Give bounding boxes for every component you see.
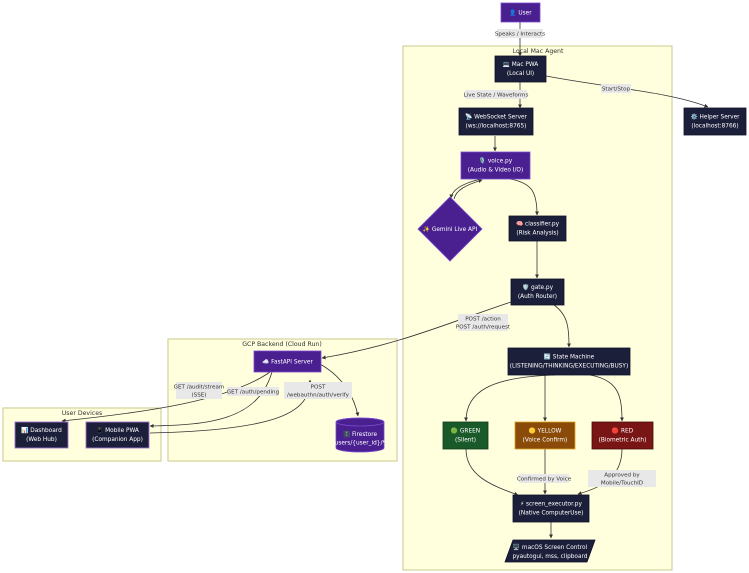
svg-text:👤 User: 👤 User <box>509 9 532 17</box>
svg-text:🎙️ voice.py: 🎙️ voice.py <box>479 157 513 165</box>
edge-label-start-stop: Start/Stop <box>601 84 631 93</box>
svg-text:🟡 YELLOW: 🟡 YELLOW <box>529 427 562 435</box>
node-user[interactable]: 👤 User <box>500 2 541 23</box>
svg-text:📱 Mobile PWA: 📱 Mobile PWA <box>96 426 139 434</box>
node-voice-py[interactable]: 🎙️ voice.py (Audio & Video I/O) <box>460 151 531 180</box>
node-mac-pwa[interactable]: 💻 Mac PWA (Local UI) <box>494 55 547 83</box>
node-screen-executor[interactable]: ⚡ screen_executor.py (Native ComputerUse… <box>512 494 590 523</box>
svg-text:Start/Stop: Start/Stop <box>602 87 631 93</box>
svg-text:☁️ FastAPI Server: ☁️ FastAPI Server <box>262 359 313 366</box>
svg-text:🛡️ gate.py: 🛡️ gate.py <box>522 283 554 291</box>
svg-text:Speaks / Interacts: Speaks / Interacts <box>495 32 545 38</box>
svg-text:📡 WebSocket Server: 📡 WebSocket Server <box>465 113 528 121</box>
node-mobile-pwa[interactable]: 📱 Mobile PWA (Companion App) <box>85 421 150 449</box>
node-fastapi-server[interactable]: ☁️ FastAPI Server <box>253 350 322 373</box>
svg-text:(Audio & Video I/O): (Audio & Video I/O) <box>468 168 524 174</box>
svg-text:(SSE): (SSE) <box>191 393 206 399</box>
edge-mac-helper <box>545 75 709 108</box>
svg-text:(Local UI): (Local UI) <box>507 71 534 77</box>
svg-text:(localhost:8766): (localhost:8766) <box>691 124 738 130</box>
edge-fastapi-mobile <box>149 371 273 428</box>
svg-text:/webauthn/auth/verify: /webauthn/auth/verify <box>287 393 350 399</box>
edge-label-audit-stream: GET /audit/stream (SSE) <box>174 382 225 399</box>
node-gemini-live-api[interactable]: ✨ Gemini Live API <box>417 196 483 262</box>
svg-text:🖥️ macOS Screen Control: 🖥️ macOS Screen Control <box>513 543 588 551</box>
edge-gemini-voice <box>453 179 483 200</box>
edge-label-approved-mobile: Approved by Mobile/TouchID <box>588 470 656 487</box>
edge-label-speaks: Speaks / Interacts <box>495 29 545 38</box>
svg-text:🧠 classifier.py: 🧠 classifier.py <box>516 221 560 228</box>
node-green-silent[interactable]: 🟢 GREEN (Silent) <box>442 421 489 450</box>
svg-text:(Companion App): (Companion App) <box>92 437 143 443</box>
svg-text:pyautogui, mss, clipboard: pyautogui, mss, clipboard <box>512 554 587 560</box>
svg-text:✨ Gemini Live API: ✨ Gemini Live API <box>423 225 478 233</box>
svg-text:POST /auth/request: POST /auth/request <box>456 325 511 331</box>
svg-text:Confirmed by Voice: Confirmed by Voice <box>517 477 572 483</box>
svg-text:Live State / Waveforms: Live State / Waveforms <box>464 93 529 99</box>
cluster-label: User Devices <box>62 410 102 417</box>
edge-green-executor <box>465 448 519 496</box>
svg-text:(Silent): (Silent) <box>455 438 476 444</box>
node-macos-screen-control[interactable]: 🖥️ macOS Screen Control pyautogui, mss, … <box>504 539 596 563</box>
edge-voice-classifier <box>509 178 539 216</box>
node-red-biometric-auth[interactable]: 🔴 RED (Biometric Auth) <box>591 421 654 450</box>
svg-text:(LISTENING/THINKING/EXECUTING/: (LISTENING/THINKING/EXECUTING/BUSY) <box>510 364 628 370</box>
edge-label-live-state: Live State / Waveforms <box>464 90 529 99</box>
svg-text:Mobile/TouchID: Mobile/TouchID <box>601 481 643 487</box>
edge-state-green <box>464 374 556 422</box>
edge-label-post-action: POST /action POST /auth/request <box>456 314 511 331</box>
node-firestore[interactable]: 🗄️ Firestore users/{user_id}/* <box>335 417 386 453</box>
svg-text:📊 Dashboard: 📊 Dashboard <box>21 426 62 434</box>
svg-text:POST: POST <box>311 385 326 391</box>
edge-state-red <box>589 374 624 422</box>
node-helper-server[interactable]: ⚙️ Helper Server (localhost:8766) <box>683 107 747 136</box>
cluster-local-mac-agent: Local Mac Agent <box>402 45 673 571</box>
svg-text:users/{user_id}/*: users/{user_id}/* <box>335 441 386 447</box>
svg-text:🔄 State Machine: 🔄 State Machine <box>544 353 595 361</box>
svg-text:(Risk Analysis): (Risk Analysis) <box>516 231 558 237</box>
svg-text:(Native ComputerUse): (Native ComputerUse) <box>519 511 584 517</box>
edge-label-confirmed-voice: Confirmed by Voice <box>517 474 572 483</box>
node-yellow-voice-confirm[interactable]: 🟡 YELLOW (Voice Confirm) <box>514 421 576 450</box>
svg-text:(ws://localhost:8765): (ws://localhost:8765) <box>466 124 527 130</box>
edge-gate-fastapi <box>321 301 512 360</box>
svg-text:GET /auth/pending: GET /auth/pending <box>227 390 280 396</box>
svg-text:⚡ screen_executor.py: ⚡ screen_executor.py <box>520 501 582 508</box>
edge-label-auth-pending: GET /auth/pending <box>227 387 280 396</box>
node-classifier-py[interactable]: 🧠 classifier.py (Risk Analysis) <box>508 215 567 242</box>
svg-text:🟢 GREEN: 🟢 GREEN <box>451 427 480 435</box>
svg-text:(Voice Confirm): (Voice Confirm) <box>523 438 568 444</box>
svg-text:POST /action: POST /action <box>465 317 501 323</box>
edge-gate-state <box>553 304 571 348</box>
node-state-machine[interactable]: 🔄 State Machine (LISTENING/THINKING/EXEC… <box>507 347 631 376</box>
edge-label-webauthn: POST /webauthn/auth/verify <box>284 382 352 399</box>
cluster-label: GCP Backend (Cloud Run) <box>242 341 322 348</box>
svg-text:GET /audit/stream: GET /audit/stream <box>174 385 225 391</box>
svg-text:💻 Mac PWA: 💻 Mac PWA <box>503 61 539 68</box>
cluster-label: Local Mac Agent <box>513 48 564 55</box>
svg-text:⚙️ Helper Server: ⚙️ Helper Server <box>690 113 740 121</box>
node-gate-py[interactable]: 🛡️ gate.py (Auth Router) <box>510 278 565 306</box>
node-websocket-server[interactable]: 📡 WebSocket Server (ws://localhost:8765) <box>458 107 534 136</box>
svg-text:Approved by: Approved by <box>604 473 640 479</box>
svg-text:(Auth Router): (Auth Router) <box>518 294 557 300</box>
svg-text:🔴 RED: 🔴 RED <box>612 427 634 435</box>
edge-fastapi-dashboard <box>61 371 271 423</box>
svg-text:(Web Hub): (Web Hub) <box>26 437 57 443</box>
svg-text:🗄️ Firestore: 🗄️ Firestore <box>343 430 378 438</box>
svg-text:(Biometric Auth): (Biometric Auth) <box>599 438 647 444</box>
node-dashboard[interactable]: 📊 Dashboard (Web Hub) <box>14 421 69 449</box>
